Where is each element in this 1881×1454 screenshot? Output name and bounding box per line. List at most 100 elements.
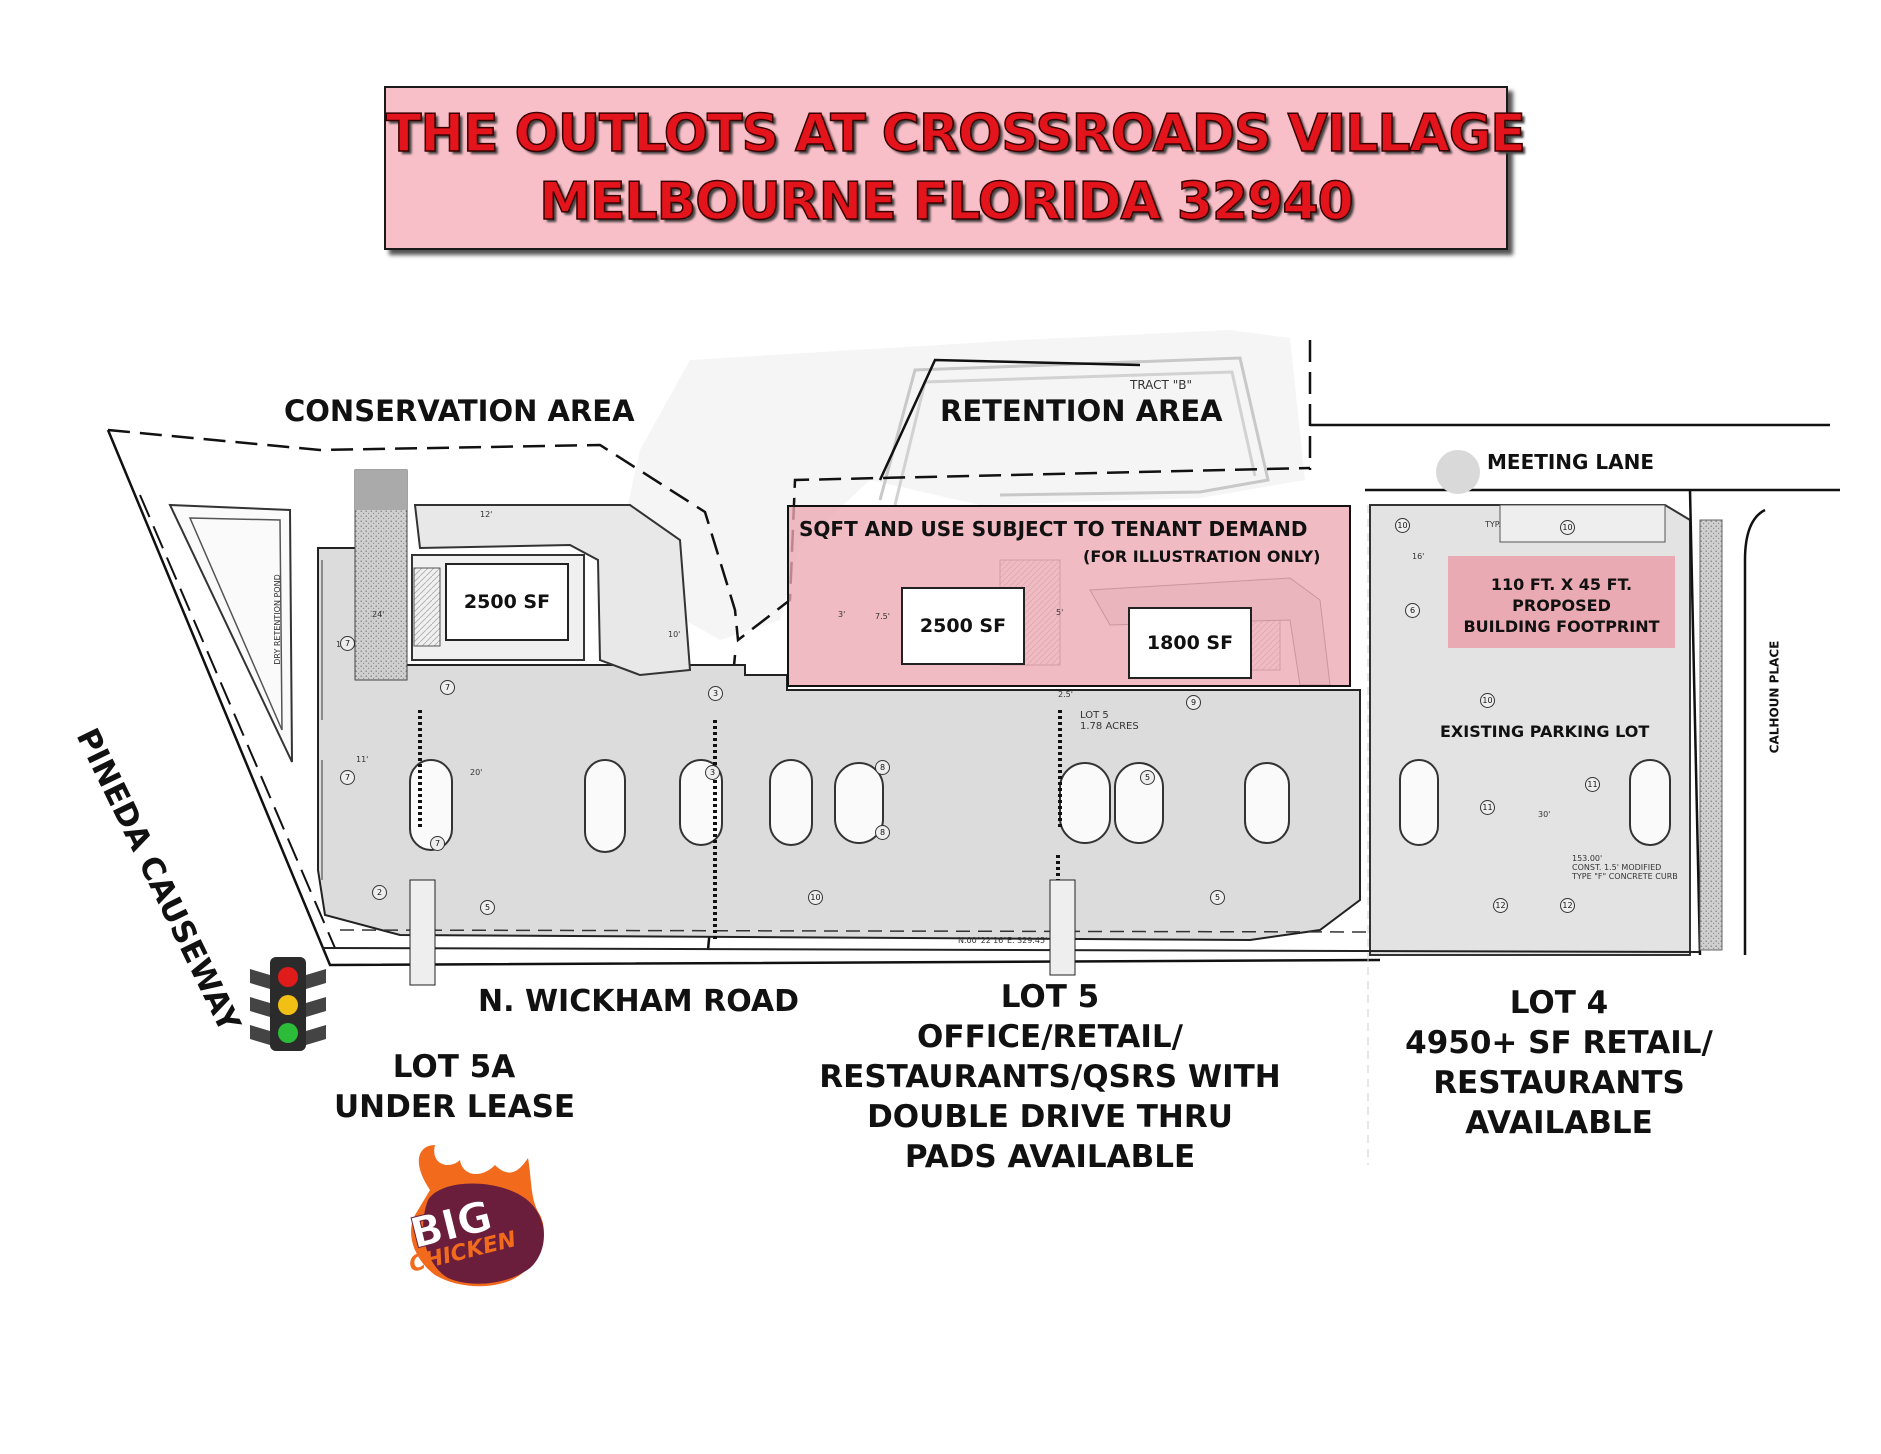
footprint-line-1: 110 FT. X 45 FT. xyxy=(1490,575,1633,594)
lot5-line-2: OFFICE/RETAIL/ xyxy=(917,1019,1183,1055)
stall-count-marker: 8 xyxy=(875,825,890,840)
driveway-left xyxy=(409,879,436,986)
lot5a-description: LOT 5A UNDER LEASE xyxy=(334,1047,576,1127)
retention-contour-line-2 xyxy=(893,370,1257,506)
tenant-note-line-2: (FOR ILLUSTRATION ONLY) xyxy=(1083,547,1321,566)
building-3-sf: 1800 SF xyxy=(1146,632,1234,654)
dim-label: 16' xyxy=(1412,552,1425,561)
tenant-demand-box: SQFT AND USE SUBJECT TO TENANT DEMAND (F… xyxy=(787,505,1351,687)
lot4-top-bay xyxy=(1499,504,1666,543)
conservation-area-label: CONSERVATION AREA xyxy=(284,394,635,428)
curb-note-1: 153.00' xyxy=(1572,854,1603,863)
dim-label: 30' xyxy=(1538,810,1551,819)
stall-count-marker: 5 xyxy=(1210,890,1225,905)
tract-label: TRACT "B" xyxy=(1130,378,1192,392)
boundary-retention xyxy=(878,358,1141,481)
stall-count-marker: 7 xyxy=(340,636,355,651)
meeting-lane-label: MEETING LANE xyxy=(1487,450,1655,474)
building-3: 1800 SF xyxy=(1128,607,1252,679)
dim-label: 10' xyxy=(668,630,681,639)
retention-contour-line xyxy=(878,356,1270,501)
title-box: THE OUTLOTS AT CROSSROADS VILLAGE MELBOU… xyxy=(384,86,1527,250)
stall-count-marker: 11 xyxy=(1480,800,1495,815)
drive-thru-lane-1 xyxy=(413,504,692,677)
dim-label: 5' xyxy=(1056,608,1064,617)
logo-flame-icon xyxy=(411,1145,544,1287)
lot5-small-line-2: 1.78 ACRES xyxy=(1080,721,1139,732)
stall-count-marker: 12 xyxy=(1560,898,1575,913)
lot5-small-label: LOT 5 1.78 ACRES xyxy=(1080,710,1139,732)
curb-note: 153.00' CONST. 1.5' MODIFIED TYPE "F" CO… xyxy=(1572,854,1678,881)
calhoun-place-edge xyxy=(1688,489,1702,956)
lot4-line-4: AVAILABLE xyxy=(1465,1105,1653,1141)
causeway-edge xyxy=(106,429,1381,967)
proposed-building-footprint: 110 FT. X 45 FT. PROPOSED BUILDING FOOTP… xyxy=(1448,556,1675,648)
calhoun-place-edge-2 xyxy=(1743,508,1766,955)
title-line-1: THE OUTLOTS AT CROSSROADS VILLAGE xyxy=(385,103,1526,165)
stall-count-marker: 11 xyxy=(1585,777,1600,792)
lot5-line-4: DOUBLE DRIVE THRU xyxy=(867,1099,1233,1135)
driveway-center xyxy=(1049,879,1076,976)
dim-label: 11' xyxy=(356,755,369,764)
building-1: 2500 SF xyxy=(445,563,569,641)
stall-count-marker: 6 xyxy=(1405,603,1420,618)
calhoun-place-label: CALHOUN PLACE xyxy=(1767,640,1782,754)
pond-inner xyxy=(188,517,283,731)
lot5-description: LOT 5 OFFICE/RETAIL/ RESTAURANTS/QSRS WI… xyxy=(810,977,1290,1177)
title-line-2: MELBOURNE FLORIDA 32940 xyxy=(539,171,1355,233)
meeting-lane-roundabout xyxy=(1436,450,1480,494)
footprint-line-3: BUILDING FOOTPRINT xyxy=(1463,617,1660,636)
causeway-edge-dashed xyxy=(139,494,336,949)
lot4-line-2: 4950+ SF RETAIL/ xyxy=(1405,1025,1713,1061)
dim-label: 2.5' xyxy=(1058,690,1073,699)
stall-count-marker: 3 xyxy=(708,686,723,701)
stall-count-marker: 3 xyxy=(705,765,720,780)
building-2: 2500 SF xyxy=(901,587,1025,665)
lot5-line-1: LOT 5 xyxy=(1000,979,1100,1015)
lot5-line-5: PADS AVAILABLE xyxy=(904,1139,1196,1175)
stall-count-marker: 10 xyxy=(1560,520,1575,535)
stall-count-marker: 7 xyxy=(430,836,445,851)
wickham-road-label: N. WICKHAM ROAD xyxy=(478,984,800,1019)
lot4-line-1: LOT 4 xyxy=(1509,985,1609,1021)
stall-count-marker: 10 xyxy=(808,890,823,905)
dim-label: 20' xyxy=(470,768,483,777)
building-1-sf: 2500 SF xyxy=(463,591,551,613)
curb-note-3: TYPE "F" CONCRETE CURB xyxy=(1572,872,1678,881)
stall-count-marker: 5 xyxy=(1140,770,1155,785)
traffic-light-icon xyxy=(250,957,326,1051)
lot5a-line-2: UNDER LEASE xyxy=(334,1089,576,1125)
stall-count-marker: 9 xyxy=(1186,695,1201,710)
dry-retention-pond xyxy=(168,503,293,763)
stall-count-marker: 7 xyxy=(340,770,355,785)
stall-count-marker: 10 xyxy=(1480,693,1495,708)
wickham-road-edge-dashed xyxy=(339,929,1371,933)
stall-count-marker: 10 xyxy=(1395,518,1410,533)
lot4-line-3: RESTAURANTS xyxy=(1433,1065,1685,1101)
lot5a-line-1: LOT 5A xyxy=(392,1049,516,1085)
lot4-description: LOT 4 4950+ SF RETAIL/ RESTAURANTS AVAIL… xyxy=(1394,983,1724,1143)
wickham-road-edge xyxy=(321,947,1701,953)
lot5-small-line-1: LOT 5 xyxy=(1080,710,1109,721)
existing-parking-label: EXISTING PARKING LOT xyxy=(1440,722,1650,741)
stall-count-marker: 5 xyxy=(480,900,495,915)
dry-pond-label: DRY RETENTION POND xyxy=(272,574,282,665)
dim-label: TYP. xyxy=(1485,520,1501,529)
big-chicken-logo: BIG CHICKEN xyxy=(400,1140,560,1300)
dim-label: 24' xyxy=(372,610,385,619)
stall-count-marker: 8 xyxy=(875,760,890,775)
stall-count-marker: 7 xyxy=(440,680,455,695)
pavement-lot5 xyxy=(317,547,1361,942)
dim-label: 3' xyxy=(838,610,846,619)
curb-note-2: CONST. 1.5' MODIFIED xyxy=(1572,863,1662,872)
building1-hatch xyxy=(413,567,441,647)
stall-count-marker: 2 xyxy=(372,885,387,900)
dim-label: 7.5' xyxy=(875,612,890,621)
stall-count-marker: 12 xyxy=(1493,898,1508,913)
survey-bearing: N.00°22'16"E. 329.45' xyxy=(958,936,1048,945)
dim-label: 12' xyxy=(480,510,493,519)
calhoun-median xyxy=(1699,519,1723,951)
retention-area-label: RETENTION AREA xyxy=(940,394,1223,428)
building-2-sf: 2500 SF xyxy=(919,615,1007,637)
